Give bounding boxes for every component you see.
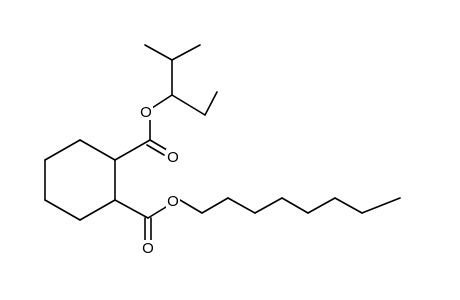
octyl-bond-4: [281, 197, 309, 214]
upper-carbonyl-oxygen-label: O: [167, 149, 179, 166]
isopropyl-ch-to-methyl-left-bond: [144, 44, 173, 61]
upper-carbonyl-double-bond-b: [146, 144, 165, 156]
lower-ether-o-to-octyl-bond: [179, 199, 203, 214]
ring-bond-3: [79, 199, 116, 221]
octyl-bond-3: [254, 197, 283, 214]
upper-ether-oxygen-label: O: [140, 104, 152, 121]
ring-bond-1: [79, 139, 116, 161]
isopropyl-ch-to-methyl-right-bond: [171, 44, 201, 61]
octyl-bond-2: [227, 197, 256, 214]
bonds: [44, 44, 401, 241]
octyl-bond-1: [201, 197, 229, 214]
lower-carbonyl-to-ether-o-bond: [147, 206, 167, 219]
ring-bond-6: [44, 139, 81, 161]
upper-ether-o-to-ch-bond: [151, 94, 173, 109]
octyl-bond-5: [307, 197, 336, 214]
lower-ether-oxygen-label: O: [167, 193, 179, 210]
ring-to-upper-carbonyl-bond: [114, 139, 151, 161]
upper-ether-oxygen: O: [139, 104, 153, 121]
ch-to-ethyl-ch2-bond: [171, 94, 206, 116]
octyl-bond-6: [334, 197, 363, 214]
upper-carbonyl-double-bond-a: [149, 139, 168, 151]
lower-ether-oxygen: O: [166, 193, 180, 210]
atom-labels: O O O O: [139, 104, 180, 257]
upper-carbonyl-oxygen: O: [166, 149, 180, 166]
ring-bond-4: [44, 199, 81, 221]
octyl-bond-7: [361, 197, 401, 214]
lower-carbonyl-oxygen-label: O: [142, 240, 154, 257]
ring-to-lower-carbonyl-bond: [114, 199, 149, 219]
ethyl-ch2-to-ch3-bond: [204, 91, 218, 116]
lower-carbonyl-oxygen: O: [141, 240, 155, 257]
